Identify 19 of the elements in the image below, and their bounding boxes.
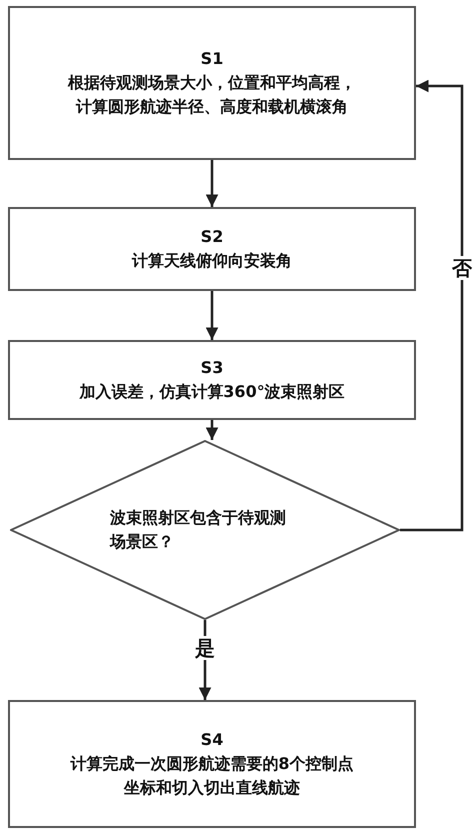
step-text: 计算天线俯仰向安装角 <box>130 250 293 272</box>
edge-label: 是 <box>194 636 216 660</box>
step-text: 加入误差，仿真计算360°波束照射区 <box>78 381 346 403</box>
arrow <box>206 420 218 440</box>
step-label: S1 <box>200 48 224 70</box>
step-label: S2 <box>200 226 224 248</box>
arrow <box>206 160 218 207</box>
decision-text: 波束照射区包含于待观测场景区？ <box>110 507 287 553</box>
process-box <box>8 207 416 291</box>
arrow <box>206 291 218 340</box>
process-box <box>8 340 416 420</box>
process-box <box>8 6 416 160</box>
step-text: 根据待观测场景大小，位置和平均高程，计算圆形航迹半径、高度和载机横滚角 <box>66 72 357 118</box>
edge-label: 否 <box>451 256 473 280</box>
process-box <box>8 700 416 828</box>
step-label: S4 <box>200 729 224 751</box>
step-text: 计算完成一次圆形航迹需要的8个控制点坐标和切入切出直线航迹 <box>69 753 355 799</box>
arrow <box>400 80 464 532</box>
step-label: S3 <box>200 357 224 379</box>
